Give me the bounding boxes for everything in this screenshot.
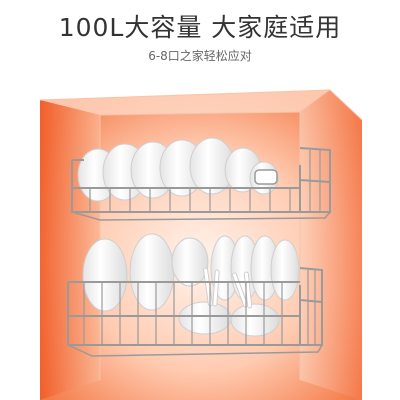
lower-rack bbox=[67, 267, 323, 357]
subline: 6-8口之家轻松应对 bbox=[148, 49, 252, 63]
headline: 100L大容量 大家庭适用 bbox=[58, 13, 342, 42]
lower-dishes bbox=[82, 233, 300, 337]
upper-rack bbox=[71, 147, 331, 221]
